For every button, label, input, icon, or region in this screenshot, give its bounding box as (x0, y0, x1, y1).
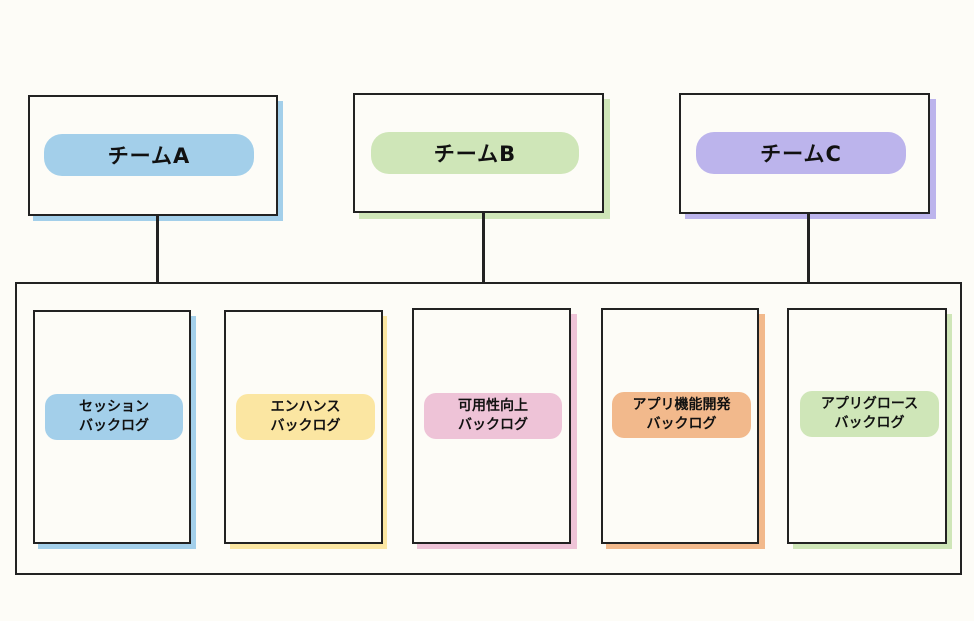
team-b-connector (482, 213, 485, 284)
team-c-connector (807, 214, 810, 284)
team-c-label: チームC (696, 132, 906, 174)
team-a-label: チームA (44, 134, 254, 176)
app-growth-backlog-label: アプリグロース バックログ (800, 391, 939, 437)
team-b-label: チームB (371, 132, 579, 174)
team-a-connector (156, 216, 159, 284)
session-backlog-label: セッション バックログ (45, 394, 183, 440)
app-dev-backlog-label: アプリ機能開発 バックログ (612, 392, 751, 438)
enhance-backlog-label: エンハンス バックログ (236, 394, 375, 440)
availability-backlog-label: 可用性向上 バックログ (424, 393, 562, 439)
